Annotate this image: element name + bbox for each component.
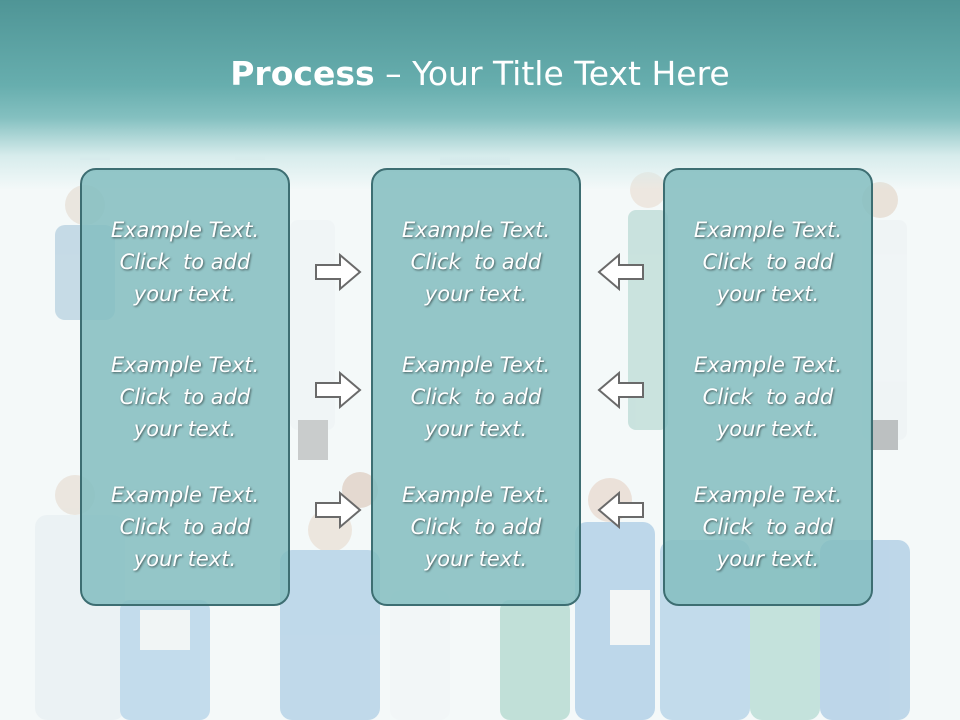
text-line: Click to add [119,515,251,539]
text-item[interactable]: Example Text. Click to add your text. [82,479,288,575]
text-line: Example Text. [693,353,843,377]
text-line: Example Text. [693,218,843,242]
text-line: your text. [133,282,237,306]
left-arrow-icon[interactable] [597,252,645,292]
text-line: Click to add [702,515,834,539]
process-box-right[interactable]: Example Text. Click to add your text. Ex… [663,168,873,606]
text-line: Click to add [410,515,542,539]
text-line: Example Text. [693,483,843,507]
text-line: Click to add [702,385,834,409]
text-line: Example Text. [401,218,551,242]
process-box-left[interactable]: Example Text. Click to add your text. Ex… [80,168,290,606]
text-line: your text. [133,547,237,571]
left-arrow-icon[interactable] [597,370,645,410]
right-arrow-icon[interactable] [314,252,362,292]
right-arrow-icon[interactable] [314,370,362,410]
text-line: your text. [424,282,528,306]
text-line: Click to add [410,250,542,274]
text-line: Example Text. [401,483,551,507]
text-item[interactable]: Example Text. Click to add your text. [82,214,288,310]
header-band [0,0,960,190]
text-item[interactable]: Example Text. Click to add your text. [665,479,871,575]
process-box-center[interactable]: Example Text. Click to add your text. Ex… [371,168,581,606]
slide-title[interactable]: Process – Your Title Text Here [0,52,960,96]
text-item[interactable]: Example Text. Click to add your text. [665,214,871,310]
text-line: Click to add [119,250,251,274]
text-line: your text. [716,547,820,571]
text-line: Example Text. [110,483,260,507]
text-item[interactable]: Example Text. Click to add your text. [373,214,579,310]
left-arrow-icon[interactable] [597,490,645,530]
text-item[interactable]: Example Text. Click to add your text. [373,349,579,445]
text-line: your text. [716,417,820,441]
text-line: your text. [133,417,237,441]
text-line: Click to add [119,385,251,409]
text-item[interactable]: Example Text. Click to add your text. [82,349,288,445]
text-line: Click to add [702,250,834,274]
text-line: your text. [716,282,820,306]
text-line: your text. [424,417,528,441]
text-item[interactable]: Example Text. Click to add your text. [665,349,871,445]
title-bold: Process [230,54,375,93]
text-line: Example Text. [401,353,551,377]
text-line: your text. [424,547,528,571]
text-line: Click to add [410,385,542,409]
text-item[interactable]: Example Text. Click to add your text. [373,479,579,575]
text-line: Example Text. [110,353,260,377]
title-rest: – Your Title Text Here [374,54,730,93]
right-arrow-icon[interactable] [314,490,362,530]
text-line: Example Text. [110,218,260,242]
